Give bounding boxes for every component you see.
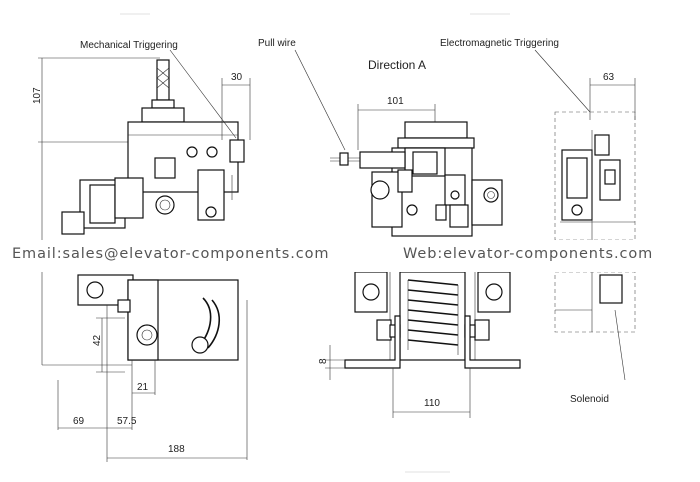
dim-63: 63 bbox=[603, 72, 615, 83]
right-view bbox=[534, 49, 636, 381]
dim-188: 188 bbox=[168, 444, 185, 455]
dim-101: 101 bbox=[387, 96, 404, 107]
dim-107: 107 bbox=[32, 87, 43, 104]
watermark-web: Web:elevator-components.com bbox=[403, 246, 654, 262]
left-view bbox=[38, 49, 251, 462]
direction-a-label: Direction A bbox=[368, 58, 426, 72]
dim-21: 21 bbox=[137, 382, 149, 393]
dim-69: 69 bbox=[73, 416, 85, 427]
dim-57-5: 57.5 bbox=[117, 416, 137, 427]
mechanical-triggering-label: Mechanical Triggering bbox=[80, 40, 178, 51]
solenoid-label: Solenoid bbox=[570, 394, 609, 405]
dim-42: 42 bbox=[92, 334, 103, 346]
electromagnetic-triggering-label: Electromagnetic Triggering bbox=[440, 38, 559, 49]
dim-8: 8 bbox=[318, 358, 329, 364]
pull-wire-label: Pull wire bbox=[258, 38, 296, 49]
pull-wire-leader bbox=[294, 49, 360, 166]
watermark-banner: Email:sales@elevator-components.com Web:… bbox=[0, 240, 700, 272]
dim-30: 30 bbox=[231, 72, 243, 83]
center-view bbox=[325, 104, 521, 418]
watermark-email: Email:sales@elevator-components.com bbox=[12, 246, 330, 262]
dim-110: 110 bbox=[424, 398, 440, 409]
